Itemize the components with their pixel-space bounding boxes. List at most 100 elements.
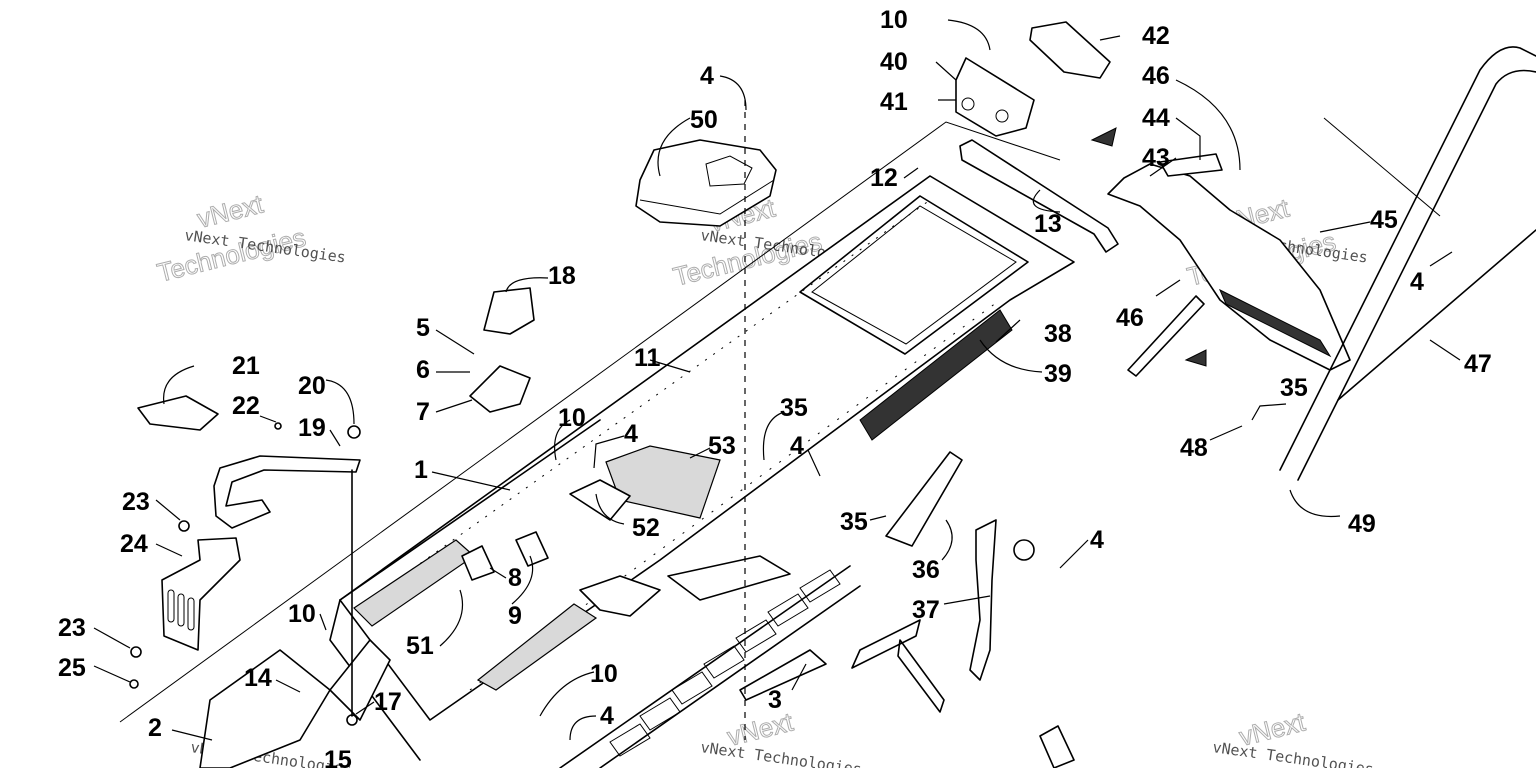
bracket-slots: [167, 589, 195, 631]
leader-50: [657, 117, 691, 177]
leader-10d: [319, 613, 327, 631]
callout-50: 50: [690, 106, 718, 134]
block-hole: [995, 109, 1009, 123]
leader-35b: [869, 515, 887, 521]
leader-44: [1175, 117, 1201, 160]
leader-22: [259, 415, 277, 423]
callout-48: 48: [1180, 434, 1208, 462]
callout-15: 15: [324, 746, 352, 768]
callout-4: 4: [600, 702, 614, 730]
tunnel-outline-line: [119, 121, 1061, 723]
callout-46: 46: [1116, 304, 1144, 332]
leader-11: [649, 359, 691, 373]
left-parts: [129, 395, 361, 726]
callout-23: 23: [58, 614, 86, 642]
leader-3: [791, 663, 807, 691]
mid-housing: [579, 575, 661, 617]
leader-10c: [539, 671, 595, 717]
callout-11: 11: [634, 344, 661, 372]
bolt-22: [274, 422, 282, 430]
bracket-24: [161, 537, 241, 651]
leader-48: [1209, 425, 1243, 441]
leader-8: [489, 567, 507, 579]
callout-46: 46: [1142, 62, 1170, 90]
mid-bracket: [667, 555, 791, 601]
callout-10: 10: [590, 660, 618, 688]
tunnel-left-edge: [339, 419, 601, 601]
leader-35a: [762, 411, 785, 461]
callout-10: 10: [880, 6, 908, 34]
nut-23: [178, 520, 190, 532]
traction-pad: [476, 603, 598, 691]
bolt-25: [129, 679, 139, 689]
knob: [1013, 539, 1035, 561]
cover-18: [483, 287, 535, 335]
cover-21: [137, 395, 219, 431]
callout-8: 8: [508, 564, 522, 592]
callout-9: 9: [508, 602, 522, 630]
seat-50: [635, 100, 777, 740]
leader-lines: [93, 19, 1461, 741]
callout-38: 38: [1044, 320, 1072, 348]
footrest-bar-3: [739, 649, 827, 701]
leader-46a: [1175, 79, 1241, 171]
leader-38: [995, 319, 1021, 343]
lower-bracket: [1039, 725, 1075, 768]
leader-4a: [719, 75, 747, 111]
leader-5: [435, 329, 475, 355]
leader-2: [171, 729, 213, 741]
leader-12: [903, 167, 919, 179]
callout-41: 41: [880, 88, 908, 116]
callout-2: 2: [148, 714, 162, 742]
rear-bumper-lower: [1337, 229, 1536, 401]
block-hole: [961, 97, 975, 111]
leader-47: [1429, 339, 1461, 361]
shock-link: [897, 639, 945, 713]
leader-23a: [155, 499, 181, 521]
leader-4c: [807, 449, 821, 477]
callout-3: 3: [768, 686, 782, 714]
leader-42: [1099, 35, 1121, 41]
callout-7: 7: [416, 398, 430, 426]
arrow-marker: [1090, 127, 1117, 147]
rear-parts: [851, 21, 1536, 768]
leader-1: [431, 471, 511, 491]
leader-35c: [1251, 403, 1287, 421]
callout-24: 24: [120, 530, 148, 558]
side-decal: [859, 309, 1013, 441]
callout-10: 10: [288, 600, 316, 628]
leader-39: [979, 339, 1043, 373]
bumper-handle-19: [213, 455, 361, 529]
callout-44: 44: [1142, 104, 1170, 132]
watermark-text: vNext Technologies: [699, 738, 862, 768]
watermark-text: vNext Technologies: [1211, 738, 1374, 768]
callout-12: 12: [870, 164, 898, 192]
callout-14: 14: [244, 664, 272, 692]
leader-20: [325, 379, 355, 425]
rear-bumper-rail: [1279, 46, 1536, 471]
callout-4: 4: [790, 432, 804, 460]
arrow-marker: [1184, 349, 1207, 367]
flap-stripe: [1219, 288, 1332, 358]
footrest-bracket: [515, 531, 549, 567]
nut-23: [130, 646, 142, 658]
leader-40: [935, 61, 957, 81]
callout-43: 43: [1142, 144, 1170, 172]
watermark-outline: vNext: [194, 188, 266, 233]
leader-10b: [554, 419, 571, 461]
callout-35: 35: [1280, 374, 1308, 402]
callout-21: 21: [232, 352, 260, 380]
callout-5: 5: [416, 314, 430, 342]
callout-labels: 1 2 3 4 4 4 4 4 4 5 6 7 8 9 10 10 10 10 …: [58, 6, 1492, 768]
strip-45: [1127, 295, 1205, 377]
leader-53: [689, 447, 711, 459]
reflector-44: [1159, 153, 1223, 177]
leader-4d: [1059, 539, 1089, 569]
leader-52: [595, 493, 625, 525]
leader-49: [1289, 489, 1341, 518]
heat-exchanger-inner: [811, 205, 1017, 345]
bracket-13: [959, 139, 1119, 253]
leader-43: [1149, 157, 1177, 177]
callout-10: 10: [558, 404, 586, 432]
callout-53: 53: [708, 432, 736, 460]
